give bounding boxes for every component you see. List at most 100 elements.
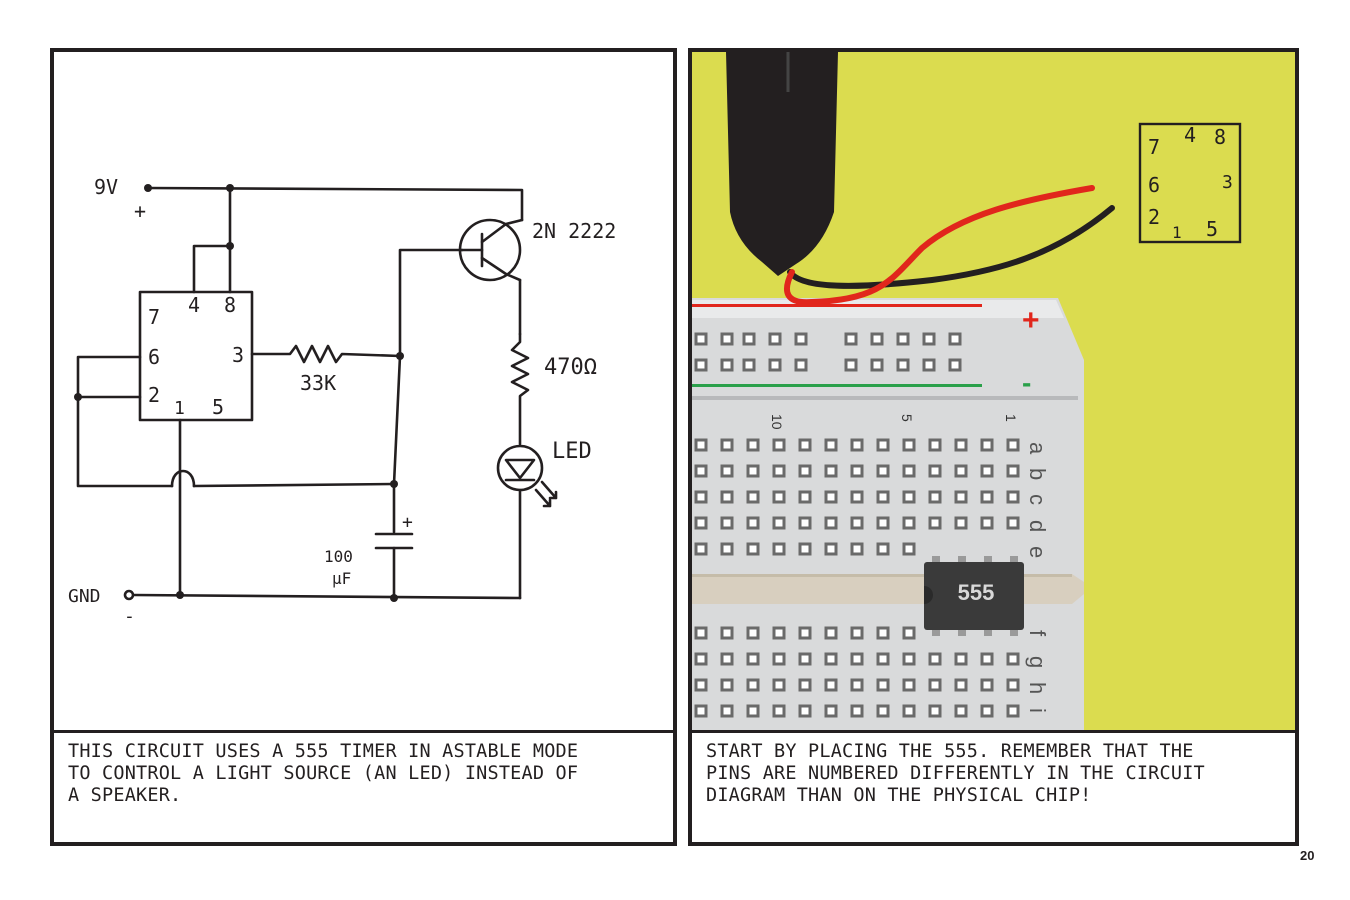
breadboard-hole [824, 704, 838, 718]
breadboard-hole [798, 678, 812, 692]
breadboard-hole [850, 464, 864, 478]
rail-hole [720, 358, 734, 372]
breadboard-hole [876, 626, 890, 640]
chip-pin-8: 8 [224, 293, 236, 317]
breadboard-hole [798, 542, 812, 556]
rail-hole [870, 358, 884, 372]
breadboard-hole [824, 542, 838, 556]
breadboard-hole [824, 464, 838, 478]
breadboard-hole [954, 652, 968, 666]
led-symbol [496, 444, 544, 492]
breadboard-hole [798, 704, 812, 718]
breadboard-hole [772, 542, 786, 556]
breadboard-hole [902, 438, 916, 452]
breadboard-hole [980, 438, 994, 452]
chip-leg-bottom [1010, 626, 1018, 636]
breadboard-hole [1006, 464, 1020, 478]
resistor-33k-label: 33K [300, 371, 336, 395]
battery-clip [726, 52, 838, 276]
left-caption: THIS CIRCUIT USES A 555 TIMER IN ASTABLE… [68, 741, 579, 806]
breadboard-hole [824, 516, 838, 530]
breadboard-hole [954, 490, 968, 504]
breadboard-hole [902, 626, 916, 640]
ground-label: GND [68, 586, 101, 607]
breadboard-hole [720, 542, 734, 556]
breadboard-hole [876, 490, 890, 504]
breadboard-hole [720, 464, 734, 478]
black-wire [787, 205, 1115, 289]
breadboard-hole [876, 464, 890, 478]
schematic-panel: 9V + 2N 2222 470Ω 33K LED 100 µF + GND -… [50, 48, 677, 846]
breadboard-hole [720, 704, 734, 718]
transistor-label: 2N 2222 [532, 219, 616, 243]
chip-pinout-sketch: 7 4 8 6 3 2 1 5 [1138, 122, 1242, 244]
breadboard-hole [694, 626, 708, 640]
breadboard-hole [798, 464, 812, 478]
breadboard-hole [746, 490, 760, 504]
breadboard-hole [928, 490, 942, 504]
breadboard-hole [824, 652, 838, 666]
breadboard-hole [694, 438, 708, 452]
breadboard-hole [928, 516, 942, 530]
breadboard-hole [954, 704, 968, 718]
breadboard-hole [772, 438, 786, 452]
chip-leg-top [984, 556, 992, 566]
breadboard-hole [772, 490, 786, 504]
breadboard-hole [876, 678, 890, 692]
breadboard-hole [824, 626, 838, 640]
breadboard-hole [928, 678, 942, 692]
rail-hole [922, 358, 936, 372]
rail-hole [794, 358, 808, 372]
transistor-symbol [458, 218, 522, 282]
breadboard-hole [850, 490, 864, 504]
chip-pin-2: 2 [148, 383, 160, 407]
rail-hole [896, 358, 910, 372]
resistor-470-label: 470Ω [544, 355, 597, 380]
row-letter-h: h [1025, 682, 1050, 694]
rail-hole [948, 332, 962, 346]
capacitor-value: 100 [324, 547, 353, 566]
breadboard-hole [954, 438, 968, 452]
breadboard-hole [694, 652, 708, 666]
chip-pin-1: 1 [174, 398, 185, 419]
capacitor-unit: µF [332, 569, 351, 588]
breadboard-hole [954, 464, 968, 478]
breadboard-hole [876, 516, 890, 530]
breadboard-hole [772, 704, 786, 718]
breadboard-illustration: 555 + - 10 5 1 a b c d e f g h i [692, 52, 1295, 732]
supply-label: 9V [94, 175, 118, 199]
breadboard-hole [980, 652, 994, 666]
column-number-5: 5 [899, 414, 915, 422]
row-letter-d: d [1025, 520, 1050, 532]
rail-hole [742, 358, 756, 372]
breadboard-hole [746, 464, 760, 478]
rail-line-red [692, 304, 982, 307]
rail-hole [896, 332, 910, 346]
breadboard-hole [746, 516, 760, 530]
red-wire [784, 185, 1095, 306]
rail-hole [768, 332, 782, 346]
breadboard-hole [876, 542, 890, 556]
breadboard-holes [694, 438, 1020, 718]
resistor-33k [250, 344, 402, 364]
rail-hole [948, 358, 962, 372]
breadboard-hole [980, 516, 994, 530]
breadboard-hole [720, 490, 734, 504]
rail-hole [922, 332, 936, 346]
chip-leg-bottom [958, 626, 966, 636]
chip-pin-6: 6 [148, 345, 160, 369]
chip-leg-bottom [984, 626, 992, 636]
breadboard-hole [902, 704, 916, 718]
breadboard-hole [824, 490, 838, 504]
rail-hole [694, 332, 708, 346]
chip-leg-top [932, 556, 940, 566]
breadboard-hole [902, 464, 916, 478]
breadboard-hole [798, 516, 812, 530]
breadboard-hole [772, 516, 786, 530]
rail-minus-sign: - [1022, 367, 1031, 398]
breadboard-hole [694, 464, 708, 478]
rail-plus-sign: + [1022, 304, 1040, 337]
rail-hole [870, 332, 884, 346]
ground-sign: - [124, 606, 135, 627]
breadboard-hole [720, 626, 734, 640]
